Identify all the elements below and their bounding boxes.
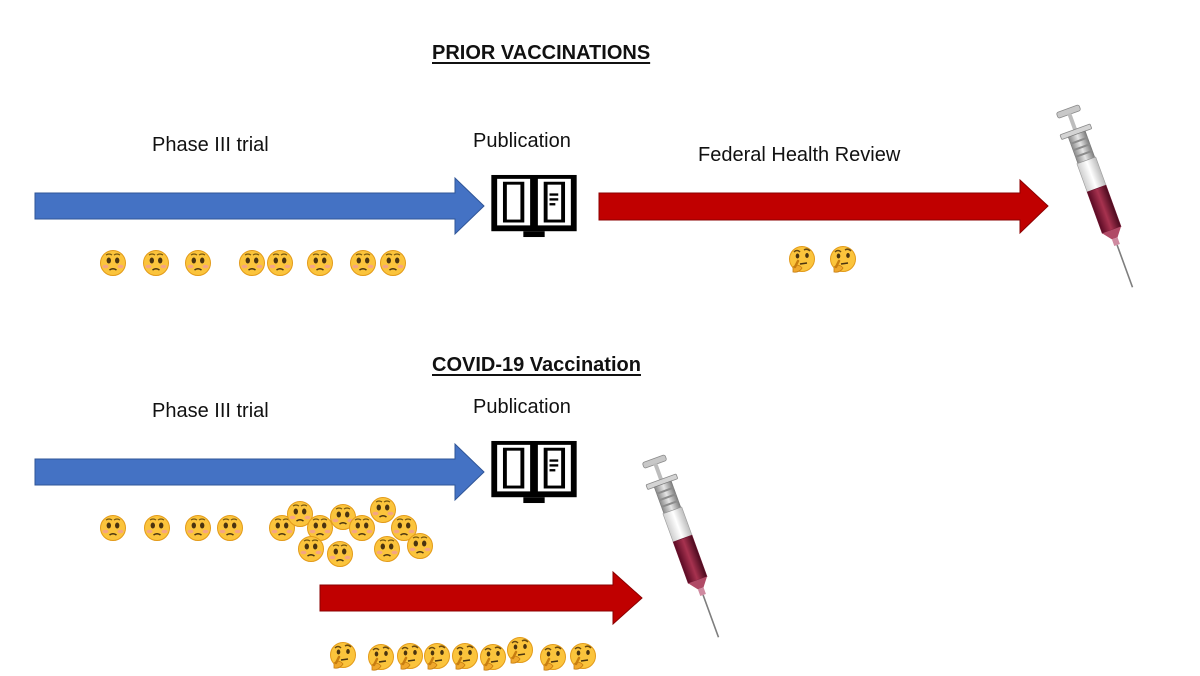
worried-face-emoji	[185, 250, 211, 276]
top-publication-label: Publication	[473, 130, 571, 152]
worried-face-emoji	[374, 536, 400, 562]
thinking-face-emoji	[368, 644, 394, 671]
top-phase-label: Phase III trial	[152, 134, 269, 156]
worried-face-emoji	[143, 250, 169, 276]
bottom-thinking-emoji-row	[330, 637, 596, 671]
worried-face-emoji	[370, 497, 396, 523]
worried-face-emoji	[298, 536, 324, 562]
worried-face-emoji	[239, 250, 265, 276]
top-phase-arrow	[34, 176, 485, 236]
bottom-publication-book-icon	[491, 440, 577, 504]
bottom-syringe-icon	[637, 452, 735, 644]
top-diagram	[34, 102, 1149, 294]
top-thinking-emoji-row	[789, 246, 856, 273]
top-syringe-icon	[1051, 102, 1149, 294]
bottom-phase-arrow	[34, 442, 485, 502]
worried-face-emoji	[144, 515, 170, 541]
worried-face-emoji	[267, 250, 293, 276]
thinking-face-emoji	[397, 643, 423, 670]
bottom-publication-label: Publication	[473, 396, 571, 418]
bottom-phase-label: Phase III trial	[152, 400, 269, 422]
worried-face-emoji	[185, 515, 211, 541]
bottom-diagram	[34, 440, 735, 671]
thinking-face-emoji	[789, 246, 815, 273]
worried-face-emoji	[391, 515, 417, 541]
top-worried-emoji-row	[100, 250, 406, 276]
thinking-face-emoji	[330, 642, 356, 669]
worried-face-emoji	[349, 515, 375, 541]
worried-face-emoji	[307, 250, 333, 276]
bottom-review-arrow	[319, 570, 643, 626]
worried-face-emoji	[287, 501, 313, 527]
thinking-face-emoji	[424, 643, 450, 670]
worried-face-emoji	[330, 504, 356, 530]
worried-face-emoji	[100, 515, 126, 541]
worried-face-emoji	[327, 541, 353, 567]
covid-vaccination-heading: COVID-19 Vaccination	[432, 354, 641, 376]
worried-face-emoji	[217, 515, 243, 541]
top-review-arrow	[598, 178, 1049, 235]
thinking-face-emoji	[480, 644, 506, 671]
worried-face-emoji	[380, 250, 406, 276]
top-publication-book-icon	[491, 174, 577, 238]
thinking-face-emoji	[830, 246, 856, 273]
worried-face-emoji	[269, 515, 295, 541]
thinking-face-emoji	[570, 643, 596, 670]
bottom-worried-emoji-row	[100, 497, 433, 567]
worried-face-emoji	[350, 250, 376, 276]
thinking-face-emoji	[540, 644, 566, 671]
thinking-face-emoji	[452, 643, 478, 670]
thinking-face-emoji	[507, 637, 533, 664]
top-review-label: Federal Health Review	[698, 144, 901, 166]
worried-face-emoji	[100, 250, 126, 276]
prior-vaccinations-heading: PRIOR VACCINATIONS	[432, 42, 651, 64]
worried-face-emoji	[407, 533, 433, 559]
